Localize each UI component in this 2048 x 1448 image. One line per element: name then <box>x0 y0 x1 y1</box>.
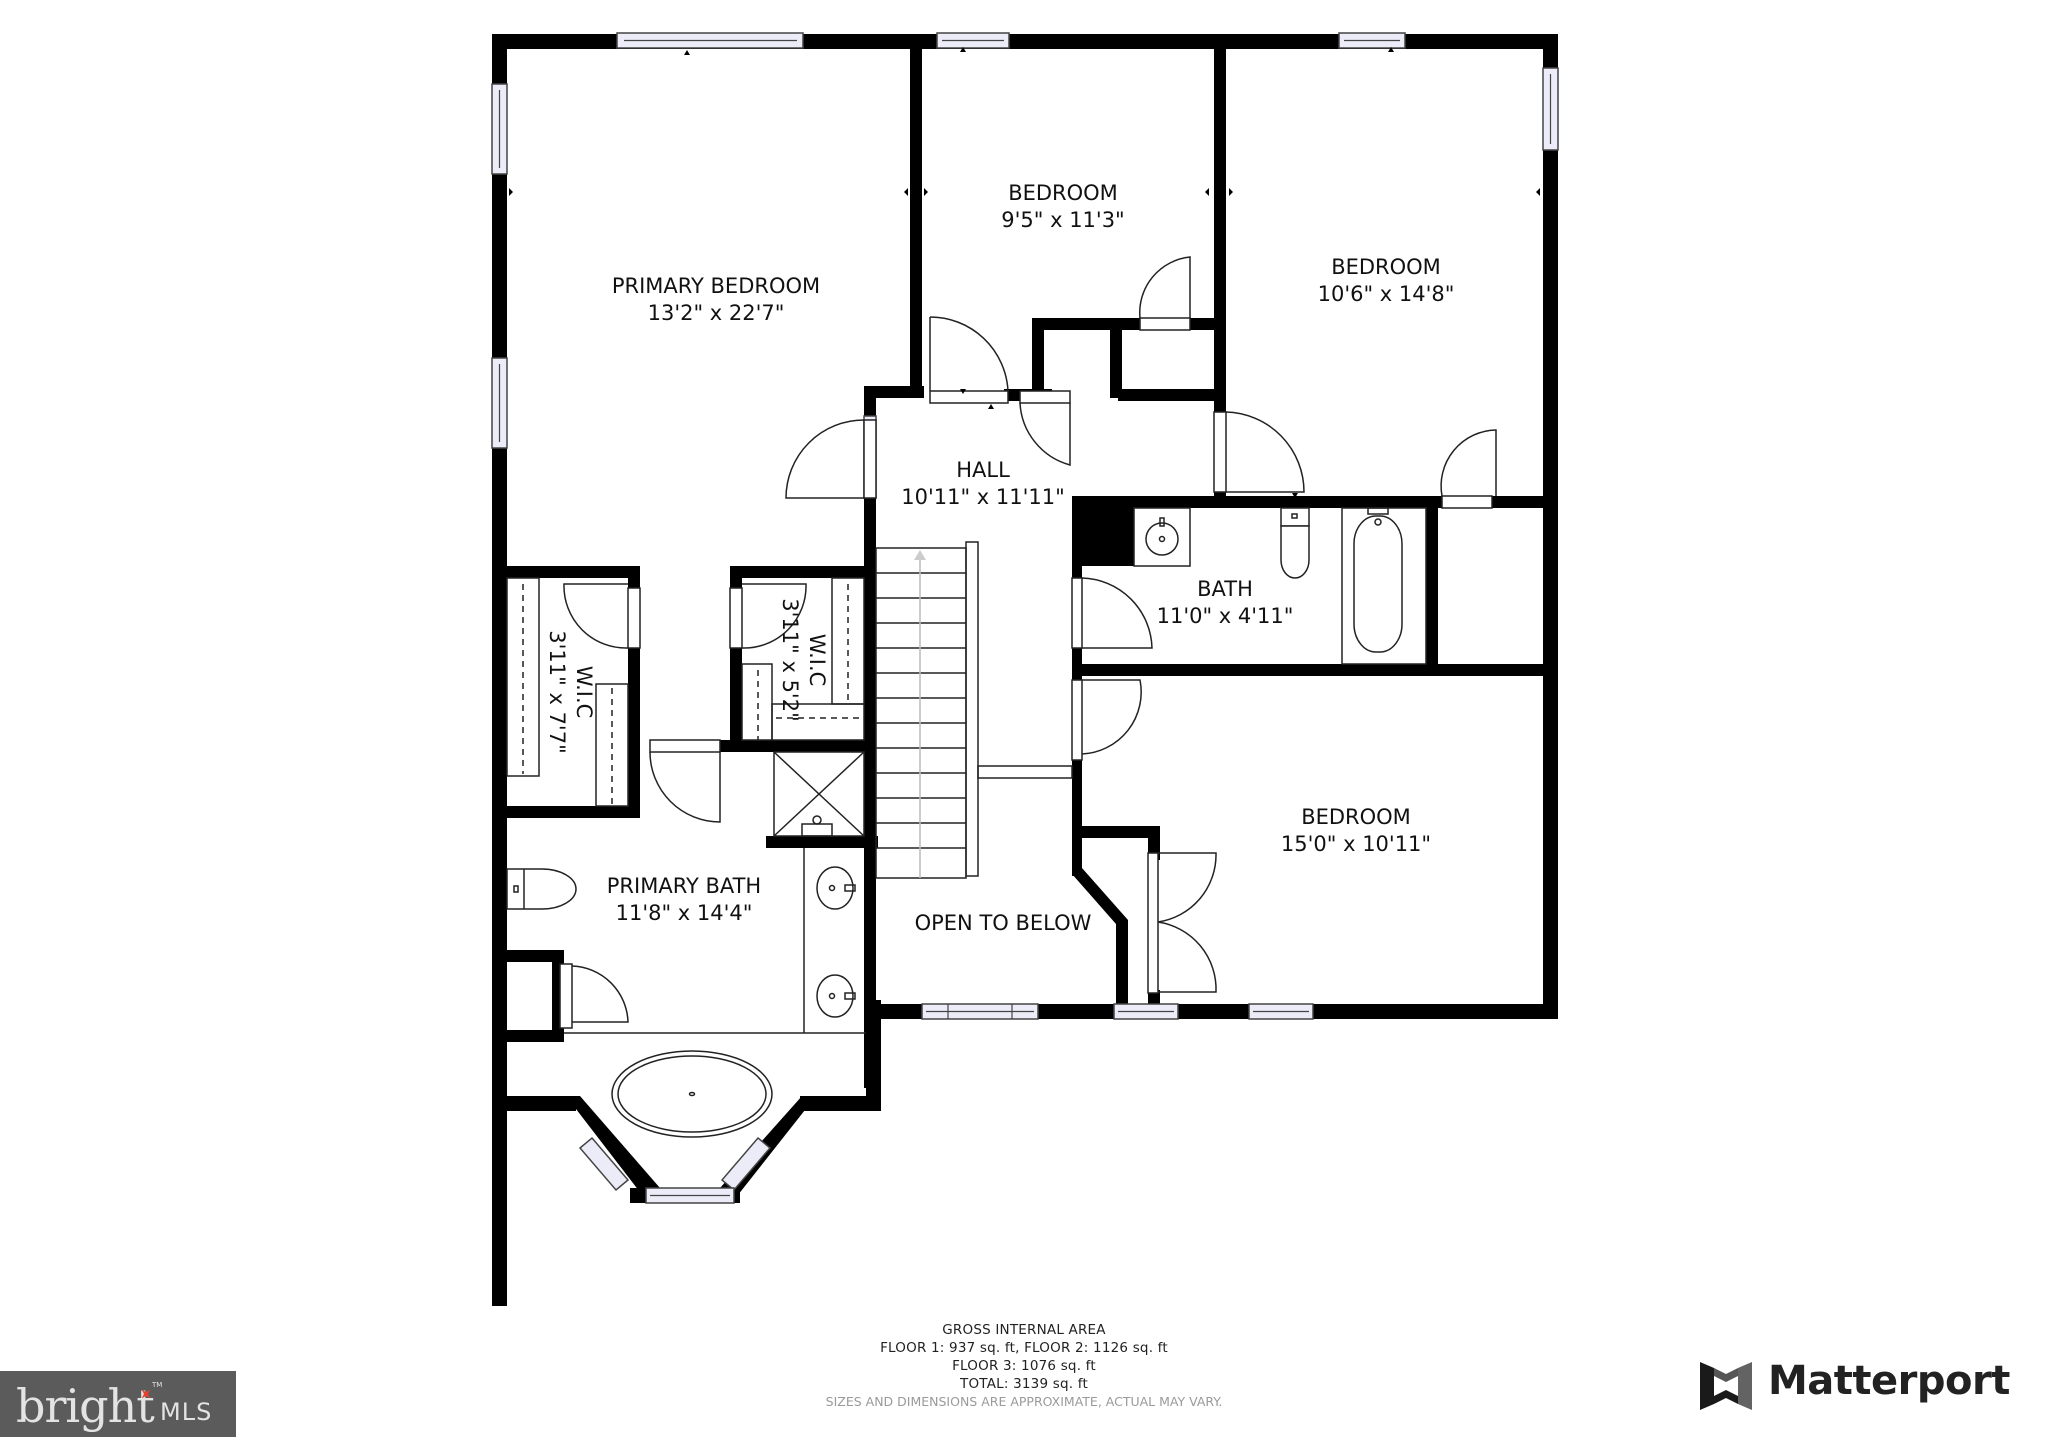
matterport-icon <box>1700 1362 1752 1410</box>
room-name: BEDROOM <box>1008 181 1118 205</box>
room-dimensions: 10'11" x 11'11" <box>901 485 1065 509</box>
room-name: PRIMARY BATH <box>607 874 761 898</box>
room-dimensions: 3'11" x 7'7" <box>545 630 569 753</box>
room-dimensions: 15'0" x 10'11" <box>1281 832 1431 856</box>
room-primary-bath: PRIMARY BATH 11'8" x 14'4" <box>607 874 761 925</box>
room-name: W.I.C <box>805 634 829 687</box>
room-name: W.I.C <box>572 666 596 719</box>
room-labels: PRIMARY BEDROOM 13'2" x 22'7" BEDROOM 9'… <box>545 181 1454 935</box>
room-bedroom-1: BEDROOM 9'5" x 11'3" <box>1001 181 1124 232</box>
area-floor-3: FLOOR 3: 1076 sq. ft <box>952 1358 1096 1374</box>
matterport-logo: Matterport <box>1698 1356 2038 1416</box>
fixtures <box>506 507 1427 1138</box>
room-open-to-below: OPEN TO BELOW <box>915 911 1092 935</box>
matterport-wordmark: Matterport <box>1768 1358 2010 1404</box>
trademark-mark: TM <box>152 1381 163 1389</box>
area-summary: GROSS INTERNAL AREA FLOOR 1: 937 sq. ft,… <box>0 1321 2048 1411</box>
room-name: PRIMARY BEDROOM <box>612 274 820 298</box>
room-dimensions: 3'11" x 5'2" <box>778 598 802 721</box>
room-dimensions: 13'2" x 22'7" <box>648 301 785 325</box>
room-wic-right: W.I.C 3'11" x 5'2" <box>778 598 829 721</box>
doors <box>559 256 1497 1029</box>
room-hall: HALL 10'11" x 11'11" <box>901 458 1065 509</box>
bright-wordmark: bright <box>16 1379 155 1433</box>
area-disclaimer: SIZES AND DIMENSIONS ARE APPROXIMATE, AC… <box>825 1394 1223 1409</box>
area-total: TOTAL: 3139 sq. ft <box>960 1376 1088 1392</box>
bright-mls-logo: bright TM MLS <box>0 1371 236 1437</box>
room-dimensions: 11'0" x 4'11" <box>1157 604 1294 628</box>
room-name: BEDROOM <box>1331 255 1441 279</box>
room-bath: BATH 11'0" x 4'11" <box>1157 577 1294 628</box>
area-floors-1-2: FLOOR 1: 937 sq. ft, FLOOR 2: 1126 sq. f… <box>880 1340 1168 1356</box>
room-dimensions: 11'8" x 14'4" <box>616 901 753 925</box>
room-name: BEDROOM <box>1301 805 1411 829</box>
mls-wordmark: MLS <box>160 1398 213 1426</box>
room-dimensions: 10'6" x 14'8" <box>1318 282 1455 306</box>
room-bedroom-3: BEDROOM 15'0" x 10'11" <box>1281 805 1431 856</box>
room-dimensions: 9'5" x 11'3" <box>1001 208 1124 232</box>
staircase <box>875 541 1073 879</box>
area-title: GROSS INTERNAL AREA <box>942 1322 1106 1338</box>
dimension-markers <box>509 47 1540 498</box>
room-name: OPEN TO BELOW <box>915 911 1092 935</box>
room-name: HALL <box>956 458 1010 482</box>
room-name: BATH <box>1197 577 1253 601</box>
room-bedroom-2: BEDROOM 10'6" x 14'8" <box>1318 255 1455 306</box>
room-primary-bedroom: PRIMARY BEDROOM 13'2" x 22'7" <box>612 274 820 325</box>
room-wic-left: W.I.C 3'11" x 7'7" <box>545 630 596 753</box>
